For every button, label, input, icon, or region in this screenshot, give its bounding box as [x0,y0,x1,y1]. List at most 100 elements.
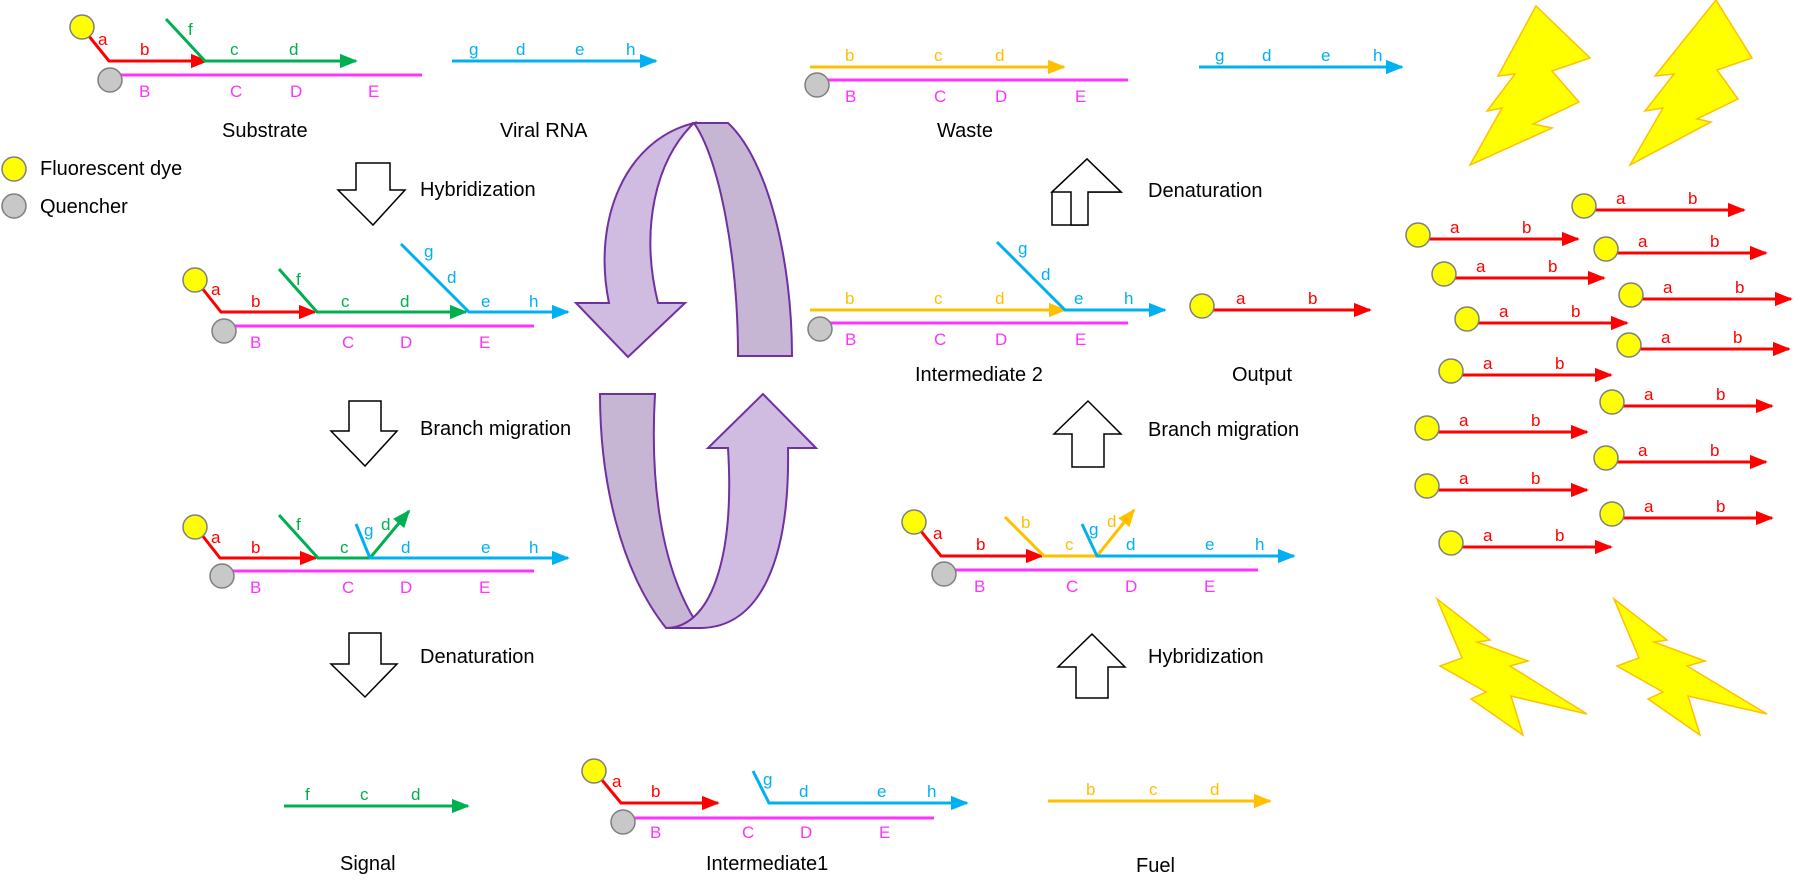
step-label: Branch migration [420,418,571,440]
fluorescent-dye-icon [1616,332,1642,358]
down-arrow-icon [329,400,399,468]
domain-label: a [1644,385,1654,404]
domain-label: d [1041,265,1050,284]
migrated-complex: a b f c g d d e h B C D E [182,509,570,597]
step-label: Hybridization [1148,646,1264,668]
domain-label: D [400,333,412,352]
domain-label: b [845,46,854,65]
cycle-arrow-icon [692,122,794,357]
domain-label: C [742,823,754,842]
lightning-bolt-icon [1435,596,1588,737]
strand-red [595,773,720,811]
domain-label: f [305,785,310,804]
waste-label: Waste [937,120,993,142]
strand-blue [995,240,1167,318]
domain-label: b [976,535,985,554]
legend-quencher-label: Quencher [40,196,128,218]
domain-label: d [995,46,1004,65]
domain-label: b [1555,526,1564,545]
domain-label: a [1450,218,1460,237]
domain-label: a [1661,328,1671,347]
domain-label: a [1644,497,1654,516]
domain-label: g [1018,239,1027,258]
domain-label: e [1321,46,1330,65]
domain-label: b [1086,780,1095,799]
step-label: Denaturation [420,646,535,668]
domain-label: a [211,280,221,299]
domain-label: b [651,782,660,801]
quencher-icon [807,316,833,342]
domain-label: B [250,578,261,597]
quencher-icon [931,561,957,587]
domain-label: C [230,82,242,101]
domain-label: d [447,268,456,287]
released-viral-rna: g d e h [1199,46,1404,75]
domain-label: c [230,40,239,59]
strand-red [914,524,1044,564]
waste-complex: b c d B C D E Waste [804,46,1128,142]
domain-label: C [1066,577,1078,596]
fluorescent-dye-icon [581,758,607,784]
domain-label: h [626,40,635,59]
hybridized-complex: a b f c d g d e h B C D E [182,242,570,352]
domain-label: E [1075,330,1086,349]
intermediate2-complex: b c d g d e h B C D E Intermediate 2 [807,239,1167,386]
strand-orange [1003,508,1136,558]
domain-label: h [1255,535,1264,554]
cycle-arrows [573,121,819,629]
quencher-icon [97,67,123,93]
domain-label: f [188,20,193,39]
domain-label: c [340,538,349,557]
domain-label: a [1638,232,1648,251]
domain-label: E [1204,577,1215,596]
quencher-icon [209,563,235,589]
strand-blue [354,523,570,566]
domain-label: B [139,82,150,101]
domain-label: E [1075,87,1086,106]
strand-blue [1080,523,1296,564]
output-strand: a b Output [1189,289,1372,386]
domain-label: c [1065,535,1074,554]
domain-label: a [1459,469,1469,488]
substrate-complex: a b f c d B C D E Substrate [69,14,422,142]
domain-label: a [1663,278,1673,297]
fluorescent-dye-icon [1414,415,1440,441]
domain-label: B [845,87,856,106]
down-arrow-icon [336,162,407,227]
domain-label: a [1638,441,1648,460]
quencher-icon [610,809,636,835]
domain-label: h [529,538,538,557]
fluorescent-dye-icon [1454,306,1480,332]
fuel-strand: b c d Fuel [1048,780,1272,877]
fluorescent-dye-icon [1431,261,1457,287]
fluorescent-dye-icon [69,14,95,40]
domain-label: g [763,770,772,789]
fluorescent-dye-icon [1405,222,1431,248]
domain-label: c [934,289,943,308]
domain-label: c [1149,780,1158,799]
domain-label: D [290,82,302,101]
domain-label: B [845,330,856,349]
domain-label: D [995,330,1007,349]
domain-label: b [140,40,149,59]
domain-label: d [381,515,390,534]
domain-label: a [1483,526,1493,545]
fluorescent-dye-icon [1599,389,1625,415]
domain-label: a [1476,257,1486,276]
domain-label: e [481,538,490,557]
domain-label: d [289,40,298,59]
signal-strand: f c d Signal [284,785,470,875]
domain-label: E [479,333,490,352]
domain-label: D [400,578,412,597]
domain-label: c [341,292,350,311]
intermediate2-label: Intermediate 2 [915,364,1043,386]
lightning-bolt-icon [1612,596,1768,737]
cycle-arrow-icon [573,121,698,359]
fluorescent-dye-icon [1189,293,1215,319]
domain-label: b [1735,278,1744,297]
fluorescent-dye-icon [1438,358,1464,384]
domain-label: f [296,515,301,534]
viral-rna-label: Viral RNA [500,120,588,142]
legend-dye-label: Fluorescent dye [40,158,182,180]
domain-label: a [211,528,221,547]
